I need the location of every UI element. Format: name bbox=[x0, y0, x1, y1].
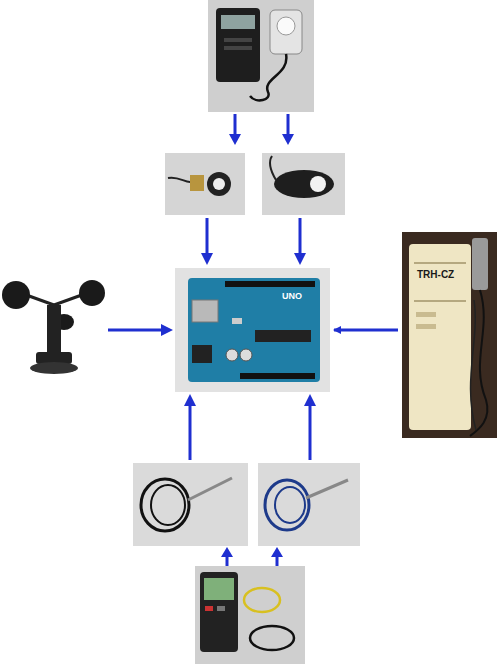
device-label: UNO bbox=[279, 291, 305, 303]
device-label: TRH-CZ bbox=[414, 268, 457, 281]
anemometer-photo bbox=[0, 265, 108, 385]
humidity-meter-photo bbox=[402, 232, 497, 438]
probe-photo-left bbox=[133, 463, 248, 546]
arduino-photo bbox=[175, 268, 330, 392]
sensor-photo-left bbox=[165, 153, 245, 215]
light-meter-photo bbox=[208, 0, 314, 112]
sensor-photo-right bbox=[262, 153, 345, 215]
meter-node: TRH-CZ bbox=[402, 232, 497, 438]
board-node: UNO bbox=[175, 268, 330, 392]
probe-photo-right bbox=[258, 463, 360, 546]
flow-arrow bbox=[334, 329, 398, 332]
thermometer-photo bbox=[195, 566, 305, 664]
